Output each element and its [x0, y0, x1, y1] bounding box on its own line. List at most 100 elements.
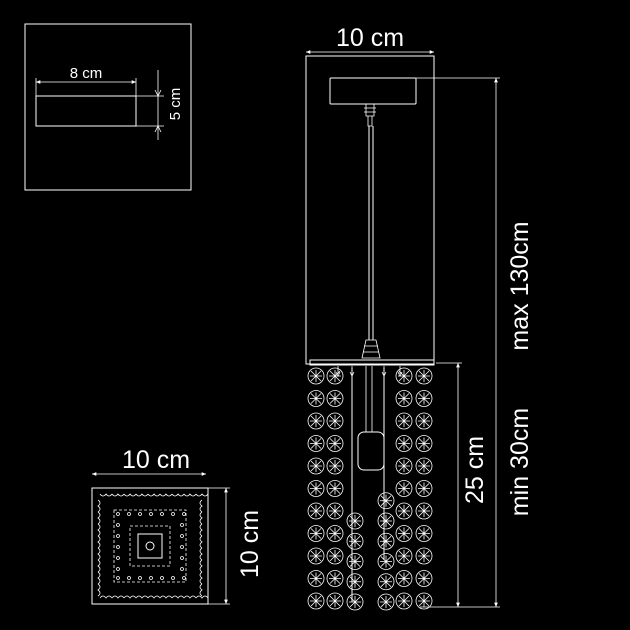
crystal-bead: [346, 512, 364, 530]
ceiling-canopy: [329, 77, 417, 105]
plan-bead: [199, 559, 203, 573]
crystal-bead-facet: [349, 555, 361, 568]
crystal-bead-facet: [310, 550, 322, 562]
plan-depth-label: 10 cm: [236, 510, 264, 578]
crystal-bead-facet: [310, 370, 322, 382]
plan-bead: [171, 595, 185, 599]
plan-view: 10 cm 10 cm: [91, 446, 264, 605]
crystal-bead-facet: [398, 415, 410, 427]
crystal-bead: [415, 367, 433, 385]
crystal-bead: [415, 412, 433, 430]
plan-bead: [199, 547, 203, 561]
crystal-bead: [346, 532, 364, 550]
crystal-bead-facet: [329, 505, 341, 517]
crystal-bead-facet: [418, 550, 430, 562]
crystal-bead-facet: [329, 527, 341, 540]
canopy-width-label: 10 cm: [336, 24, 404, 52]
crystal-bead-facet: [329, 572, 341, 585]
plan-bead: [116, 534, 120, 538]
crystal-frame-bar: [309, 359, 435, 366]
crystal-bead: [307, 367, 325, 385]
crystal-bead-facet: [310, 437, 322, 450]
crystal-bead-facet: [329, 370, 341, 382]
plan-bead: [116, 576, 120, 580]
crystal-bead-facet: [418, 437, 430, 450]
crystal-bead: [395, 457, 413, 475]
plan-bead: [111, 595, 125, 599]
shade-height-label: 25 cm: [461, 436, 489, 504]
crystal-bead: [326, 457, 344, 475]
crystal-bead: [326, 480, 344, 497]
crystal-bead: [346, 593, 364, 611]
plan-bead: [195, 595, 209, 599]
crystal-bead-strings: [307, 366, 433, 611]
crystal-bead-facet: [329, 437, 341, 450]
crystal-bead-facet: [418, 460, 430, 472]
bead-hook: [349, 366, 355, 377]
crystal-bead: [395, 412, 413, 430]
crystal-bead: [395, 480, 413, 497]
plan-bead: [171, 493, 185, 497]
plan-middle-square: [113, 509, 187, 583]
plan-bead: [127, 512, 131, 516]
inset-height-arrow-bottom: [154, 125, 162, 133]
plan-bead: [149, 576, 153, 580]
crystal-bead: [395, 367, 413, 385]
plan-bead: [147, 493, 161, 497]
crystal-bead-facet: [398, 437, 410, 450]
plan-outer-square: [91, 487, 209, 605]
plan-bead: [180, 567, 184, 571]
plan-bead: [147, 595, 161, 599]
crystal-bead: [415, 435, 433, 452]
crystal-bead: [326, 547, 344, 565]
side-elevation: 10 cm: [305, 24, 534, 611]
crystal-bead: [307, 502, 325, 520]
crystal-bead-facet: [310, 595, 322, 607]
plan-bead: [99, 493, 113, 497]
crystal-bead-facet: [398, 527, 410, 540]
plan-bead: [116, 523, 120, 527]
crystal-bead: [415, 570, 433, 587]
crystal-bead: [326, 435, 344, 452]
crystal-bead: [307, 570, 325, 587]
crystal-bead: [395, 570, 413, 587]
plan-bead: [97, 571, 101, 585]
plan-bead: [116, 567, 120, 571]
crystal-bead-facet: [418, 415, 430, 427]
plan-bead: [180, 534, 184, 538]
plan-bead: [171, 512, 175, 516]
crystal-bead: [307, 390, 325, 407]
crystal-bead-facet: [310, 460, 322, 472]
plan-width-label: 10 cm: [122, 446, 190, 474]
max-height-label: max 130cm: [506, 221, 534, 350]
crystal-bead: [395, 525, 413, 542]
plan-bead: [180, 556, 184, 560]
crystal-bead-facet: [418, 505, 430, 517]
crystal-bead: [326, 570, 344, 587]
crystal-bead: [377, 492, 395, 510]
crystal-bead-facet: [329, 415, 341, 427]
crystal-bead-facet: [398, 460, 410, 472]
crystal-bead-facet: [310, 482, 322, 495]
crystal-bead-facet: [418, 392, 430, 405]
crystal-bead-facet: [310, 527, 322, 540]
crystal-bead: [307, 525, 325, 542]
crystal-bead-facet: [329, 595, 341, 607]
plan-bead: [199, 583, 203, 597]
plan-bead: [99, 595, 113, 599]
crystal-bead: [307, 412, 325, 430]
crystal-bead: [326, 525, 344, 542]
plan-bead: [182, 576, 186, 580]
crystal-bead: [326, 502, 344, 520]
crystal-bead: [395, 592, 413, 610]
plan-bead: [160, 576, 164, 580]
min-height-label: min 30cm: [506, 408, 534, 516]
plan-bead: [199, 535, 203, 549]
inset-frame: [24, 23, 192, 191]
crystal-bead: [415, 547, 433, 565]
crystal-bead-facet: [418, 370, 430, 382]
crystal-bead-facet: [380, 515, 392, 527]
crystal-bead: [415, 525, 433, 542]
plan-bead: [97, 499, 101, 513]
